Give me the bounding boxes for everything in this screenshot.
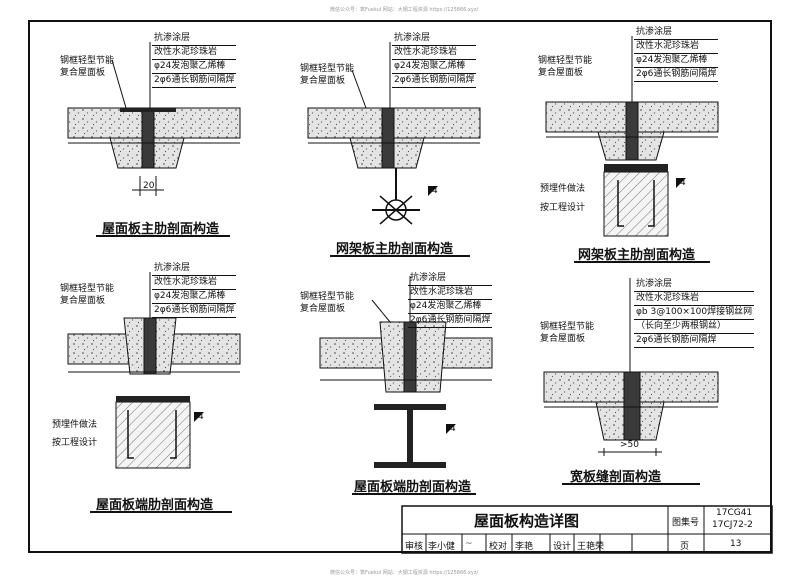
weld-symbols xyxy=(194,178,686,434)
layer-label: （长向至少两根钢丝） xyxy=(634,320,755,334)
detail-4-weld-mark: 4 xyxy=(198,412,204,422)
detail-3-caption: 网架板主肋剖面构造 xyxy=(578,248,696,263)
detail-4-panel-label-2: 复合屋面板 xyxy=(60,296,106,306)
detail-3-embed-note-2: 按工程设计 xyxy=(540,203,586,213)
layer-label: 抗渗涂层 xyxy=(634,278,755,292)
layer-label: 抗渗涂层 xyxy=(152,262,237,276)
detail-1-dimension: 20 xyxy=(143,181,155,191)
check-name: 李艳 xyxy=(515,542,534,552)
detail-4-caption: 屋面板端肋剖面构造 xyxy=(96,498,214,513)
layer-label: 2φ6通长钢筋间隔焊 xyxy=(634,68,719,82)
detail-3-weld-mark: 4 xyxy=(680,178,686,188)
detail-1-layer-callout: 抗渗涂层 改性水泥珍珠岩 φ24发泡聚乙烯棒 2φ6通长钢筋间隔焊 xyxy=(152,32,237,88)
drawing-title: 屋面板构造详图 xyxy=(474,512,580,530)
layer-label: 2φ6通长钢筋间隔焊 xyxy=(152,74,237,88)
layer-label: 抗渗涂层 xyxy=(408,272,493,286)
detail-5-layer-callout: 抗渗涂层 改性水泥珍珠岩 φ24发泡聚乙烯棒 2φ6通长钢筋间隔焊 xyxy=(408,272,493,328)
detail-3-drawing xyxy=(545,36,719,237)
detail-6-panel-label-2: 复合屋面板 xyxy=(540,334,586,344)
detail-2-layer-callout: 抗渗涂层 改性水泥珍珠岩 φ24发泡聚乙烯棒 2φ6通长钢筋间隔焊 xyxy=(392,32,477,88)
layer-label: 2φ6通长钢筋间隔焊 xyxy=(152,304,237,318)
detail-2-panel-label-2: 复合屋面板 xyxy=(300,76,346,86)
detail-4-drawing xyxy=(67,272,241,469)
layer-label: 抗渗涂层 xyxy=(152,32,237,46)
detail-3-panel-label-2: 复合屋面板 xyxy=(538,68,584,78)
detail-1-drawing xyxy=(67,42,241,196)
page-label: 页 xyxy=(680,542,690,552)
detail-6-dimension: >50 xyxy=(620,440,639,450)
review-name: 李小健 xyxy=(428,542,456,552)
atlas-number-1: 17CG41 xyxy=(716,508,753,518)
layer-label: φ24发泡聚乙烯棒 xyxy=(152,60,237,74)
detail-1-caption: 屋面板主肋剖面构造 xyxy=(102,222,220,237)
detail-5-panel-label-1: 钢框轻型节能 xyxy=(300,292,355,302)
detail-6-panel-label-1: 钢框轻型节能 xyxy=(540,322,595,332)
title-block-lines xyxy=(401,505,773,554)
detail-3-panel-label-1: 钢框轻型节能 xyxy=(538,56,593,66)
layer-label: 改性水泥珍珠岩 xyxy=(152,46,237,60)
detail-4-panel-label-1: 钢框轻型节能 xyxy=(60,284,115,294)
detail-2-caption: 网架板主肋剖面构造 xyxy=(336,242,454,257)
design-label: 设计 xyxy=(553,542,572,552)
layer-label: φb 3@100×100焊接钢丝网 xyxy=(634,306,755,320)
layer-label: φ24发泡聚乙烯棒 xyxy=(634,54,719,68)
detail-1-panel-label-1: 钢框轻型节能 xyxy=(60,56,115,66)
layer-label: 抗渗涂层 xyxy=(392,32,477,46)
page-number: 13 xyxy=(730,539,742,549)
detail-6-layer-callout: 抗渗涂层 改性水泥珍珠岩 φb 3@100×100焊接钢丝网 （长向至少两根钢丝… xyxy=(634,278,755,348)
design-name: 王艳荣 xyxy=(577,542,605,552)
layer-label: 2φ6通长钢筋间隔焊 xyxy=(634,334,755,348)
layer-label: 2φ6通长钢筋间隔焊 xyxy=(408,314,493,328)
drawing-frame xyxy=(28,20,772,553)
layer-label: 2φ6通长钢筋间隔焊 xyxy=(392,74,477,88)
check-label: 校对 xyxy=(489,542,508,552)
layer-label: φ24发泡聚乙烯棒 xyxy=(392,60,477,74)
detail-2-drawing xyxy=(307,42,481,225)
atlas-number-2: 17CJ72-2 xyxy=(712,520,753,530)
detail-6-caption: 宽板缝剖面构造 xyxy=(570,470,662,485)
detail-5-caption: 屋面板端肋剖面构造 xyxy=(354,480,472,495)
layer-label: 改性水泥珍珠岩 xyxy=(634,40,719,54)
review-signature: ~ xyxy=(465,539,473,549)
layer-label: 抗渗涂层 xyxy=(634,26,719,40)
detail-5-panel-label-2: 复合屋面板 xyxy=(300,304,346,314)
layer-label: 改性水泥珍珠岩 xyxy=(392,46,477,60)
detail-3-embed-note-1: 预埋件做法 xyxy=(540,184,586,194)
review-label: 审核 xyxy=(405,542,424,552)
layer-label: 改性水泥珍珠岩 xyxy=(152,276,237,290)
atlas-label: 图集号 xyxy=(672,518,700,528)
detail-3-layer-callout: 抗渗涂层 改性水泥珍珠岩 φ24发泡聚乙烯棒 2φ6通长钢筋间隔焊 xyxy=(634,26,719,82)
detail-4-layer-callout: 抗渗涂层 改性水泥珍珠岩 φ24发泡聚乙烯棒 2φ6通长钢筋间隔焊 xyxy=(152,262,237,318)
detail-2-panel-label-1: 钢框轻型节能 xyxy=(300,64,355,74)
detail-1-panel-label-2: 复合屋面板 xyxy=(60,68,106,78)
layer-label: 改性水泥珍珠岩 xyxy=(408,286,493,300)
detail-4-embed-note-2: 按工程设计 xyxy=(52,438,98,448)
layer-label: φ24发泡聚乙烯棒 xyxy=(152,290,237,304)
detail-2-weld-mark: 4 xyxy=(432,186,438,196)
detail-4-embed-note-1: 预埋件做法 xyxy=(52,420,98,430)
layer-label: φ24发泡聚乙烯棒 xyxy=(408,300,493,314)
watermark-bottom: 微信公众号：筑Fuekul 网站：大钢工程资源 https://125866.x… xyxy=(330,570,479,576)
detail-5-weld-mark: 4 xyxy=(450,424,456,434)
layer-label: 改性水泥珍珠岩 xyxy=(634,292,755,306)
detail-6-drawing xyxy=(543,278,719,456)
watermark-top: 微信公众号：筑Fuekul 网站：大钢工程资源 https://125866.x… xyxy=(330,7,479,13)
detail-5-drawing xyxy=(319,276,493,468)
